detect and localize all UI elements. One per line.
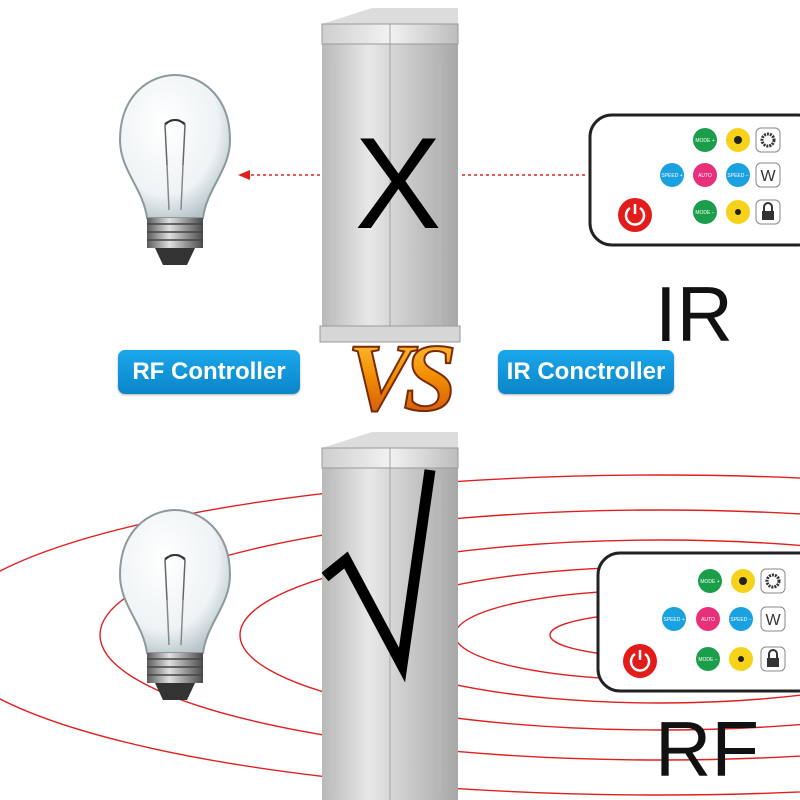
brightness-icon (729, 647, 753, 671)
rf-remote: MODE + SPEED + AUTO SPEED − W MODE − (596, 551, 800, 693)
lock-icon (760, 646, 786, 672)
svg-text:VS: VS (347, 324, 453, 431)
svg-text:MODE +: MODE + (700, 579, 719, 585)
gear-icon (755, 127, 781, 153)
light-bulb-icon (118, 508, 232, 700)
svg-text:AUTO: AUTO (698, 173, 712, 179)
svg-text:SPEED −: SPEED − (730, 617, 751, 623)
svg-text:W: W (760, 168, 776, 185)
svg-text:W: W (765, 612, 781, 629)
pillar-bottom (321, 432, 459, 800)
allowed-mark (321, 469, 436, 683)
allowed-mark-glyph: √ (0, 0, 1, 1)
brightness-icon (726, 200, 750, 224)
ir-controller-label: IR Conctroller (498, 350, 674, 394)
svg-text:SPEED +: SPEED + (661, 173, 682, 179)
ir-remote: MODE + SPEED + AUTO SPEED − W MODE − (588, 113, 800, 247)
pillar-top (319, 8, 461, 343)
power-icon (618, 198, 652, 232)
svg-text:SPEED +: SPEED + (663, 617, 684, 623)
power-icon (623, 644, 657, 678)
gear-icon (760, 568, 786, 594)
svg-text:MODE −: MODE − (698, 657, 717, 663)
rf-controller-label: RF Controller (118, 350, 300, 394)
svg-text:MODE +: MODE + (695, 138, 714, 144)
svg-text:AUTO: AUTO (701, 617, 715, 623)
svg-text:MODE −: MODE − (695, 210, 714, 216)
brightness-icon (731, 569, 755, 593)
rf-label: RF (655, 705, 759, 793)
ir-label: IR (655, 270, 733, 358)
vs-emblem: VS (346, 323, 462, 432)
blocked-mark: X (355, 110, 442, 256)
ir-signal-line (238, 170, 585, 180)
svg-text:SPEED −: SPEED − (727, 173, 748, 179)
brightness-icon (726, 128, 750, 152)
light-bulb-icon (118, 73, 232, 265)
lock-icon (755, 199, 781, 225)
